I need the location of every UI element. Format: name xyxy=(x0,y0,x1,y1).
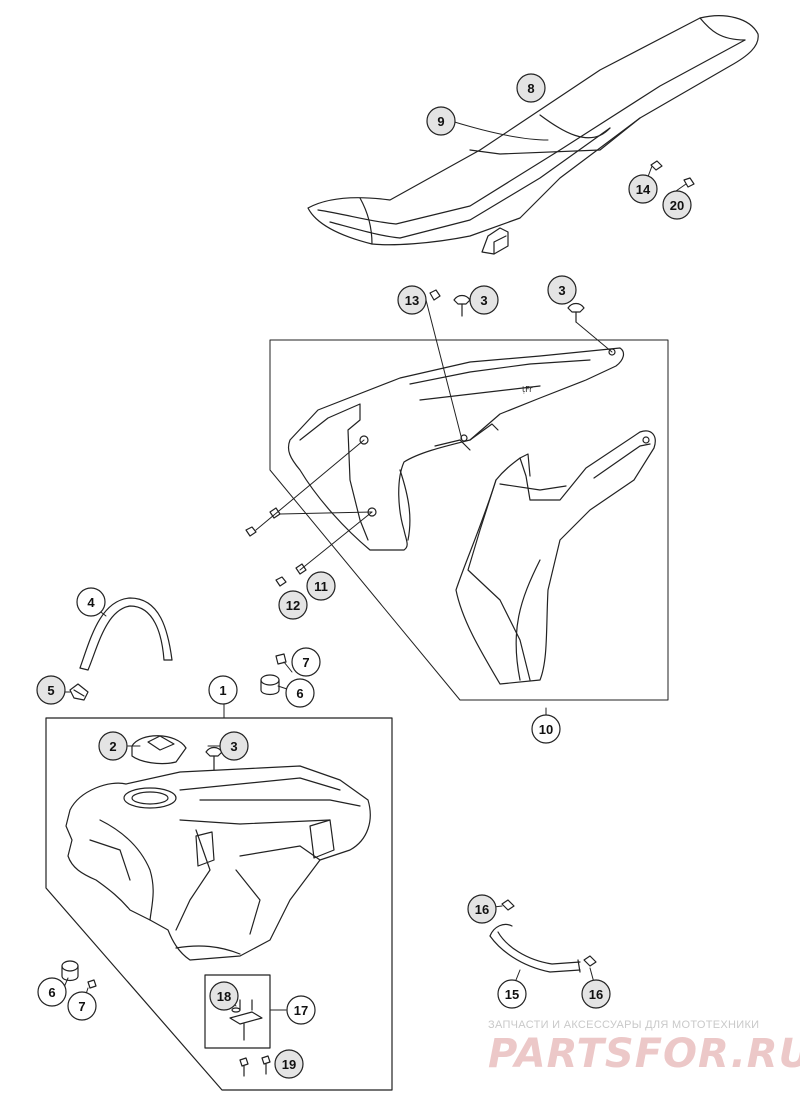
svg-text:5: 5 xyxy=(47,683,54,698)
svg-text:19: 19 xyxy=(282,1057,296,1072)
fuel-valve-frame xyxy=(204,974,271,1049)
callout-11: 11 xyxy=(306,571,336,601)
callout-8: 8 xyxy=(516,73,546,103)
callout-3-tank: 3 xyxy=(219,731,249,761)
callout-14: 14 xyxy=(628,174,658,204)
fuel-valve xyxy=(229,999,271,1077)
svg-text:20: 20 xyxy=(670,198,684,213)
svg-text:3: 3 xyxy=(558,283,565,298)
callout-19: 19 xyxy=(274,1049,304,1079)
svg-text:15: 15 xyxy=(505,987,519,1002)
fuel-cap xyxy=(131,735,187,765)
callout-16-upper: 16 xyxy=(467,894,497,924)
fuel-tank xyxy=(65,765,371,961)
callout-13: 13 xyxy=(397,285,427,315)
svg-text:6: 6 xyxy=(48,985,55,1000)
svg-text:18: 18 xyxy=(217,989,231,1004)
svg-text:16: 16 xyxy=(475,902,489,917)
spacer-upper xyxy=(260,653,287,696)
svg-text:3: 3 xyxy=(230,739,237,754)
callout-4: 4 xyxy=(76,587,106,617)
svg-text:7: 7 xyxy=(78,999,85,1014)
svg-text:9: 9 xyxy=(437,114,444,129)
side-panel-right xyxy=(455,430,656,685)
svg-text:14: 14 xyxy=(636,182,651,197)
callout-16-lower: 16 xyxy=(581,979,611,1009)
callout-18: 18 xyxy=(209,981,239,1011)
fuel-tank-assembly-frame xyxy=(45,717,393,1091)
side-panel-fasteners xyxy=(245,289,585,587)
svg-text:3: 3 xyxy=(480,293,487,308)
svg-text:6: 6 xyxy=(296,686,303,701)
spacer-lower xyxy=(61,960,97,989)
svg-text:1: 1 xyxy=(219,683,226,698)
callout-7-upper: 7 xyxy=(291,647,321,677)
callout-6-upper: 6 xyxy=(285,678,315,708)
svg-text:17: 17 xyxy=(294,1003,308,1018)
callout-10: 10 xyxy=(531,714,561,744)
callouts: 8 9 14 20 13 3 3 11 12 4 5 7 6 1 10 2 3 … xyxy=(36,73,692,1079)
watermark-brand-logo: PARTSFOR.RU xyxy=(488,1031,800,1077)
svg-text:4: 4 xyxy=(87,595,95,610)
svg-text:16: 16 xyxy=(589,987,603,1002)
side-panel-left: ṭFr xyxy=(287,347,625,551)
svg-text:11: 11 xyxy=(314,579,328,594)
svg-text:12: 12 xyxy=(286,598,300,613)
vent-hose xyxy=(489,899,597,973)
callout-9: 9 xyxy=(426,106,456,136)
callout-12: 12 xyxy=(278,590,308,620)
svg-text:10: 10 xyxy=(539,722,553,737)
callout-7-lower: 7 xyxy=(67,991,97,1021)
callout-6-lower: 6 xyxy=(37,977,67,1007)
callout-5: 5 xyxy=(36,675,66,705)
callout-3-seat-panel: 3 xyxy=(469,285,499,315)
callout-3-rear-panel: 3 xyxy=(547,275,577,305)
watermark-tagline: ЗАПЧАСТИ И АКСЕССУАРЫ ДЛЯ МОТОТЕХНИКИ xyxy=(488,1019,760,1031)
fuel-hose xyxy=(69,597,173,701)
svg-text:ṭFr: ṭFr xyxy=(522,385,533,395)
callout-15: 15 xyxy=(497,979,527,1009)
callout-17: 17 xyxy=(286,995,316,1025)
svg-text:7: 7 xyxy=(302,655,309,670)
tank-bolt xyxy=(205,746,223,771)
callout-1: 1 xyxy=(208,675,238,705)
seat-bolt xyxy=(650,160,695,188)
callout-20: 20 xyxy=(662,190,692,220)
seat xyxy=(307,15,759,255)
svg-text:13: 13 xyxy=(405,293,419,308)
svg-text:2: 2 xyxy=(109,739,116,754)
callout-2: 2 xyxy=(98,731,128,761)
svg-text:8: 8 xyxy=(527,81,534,96)
